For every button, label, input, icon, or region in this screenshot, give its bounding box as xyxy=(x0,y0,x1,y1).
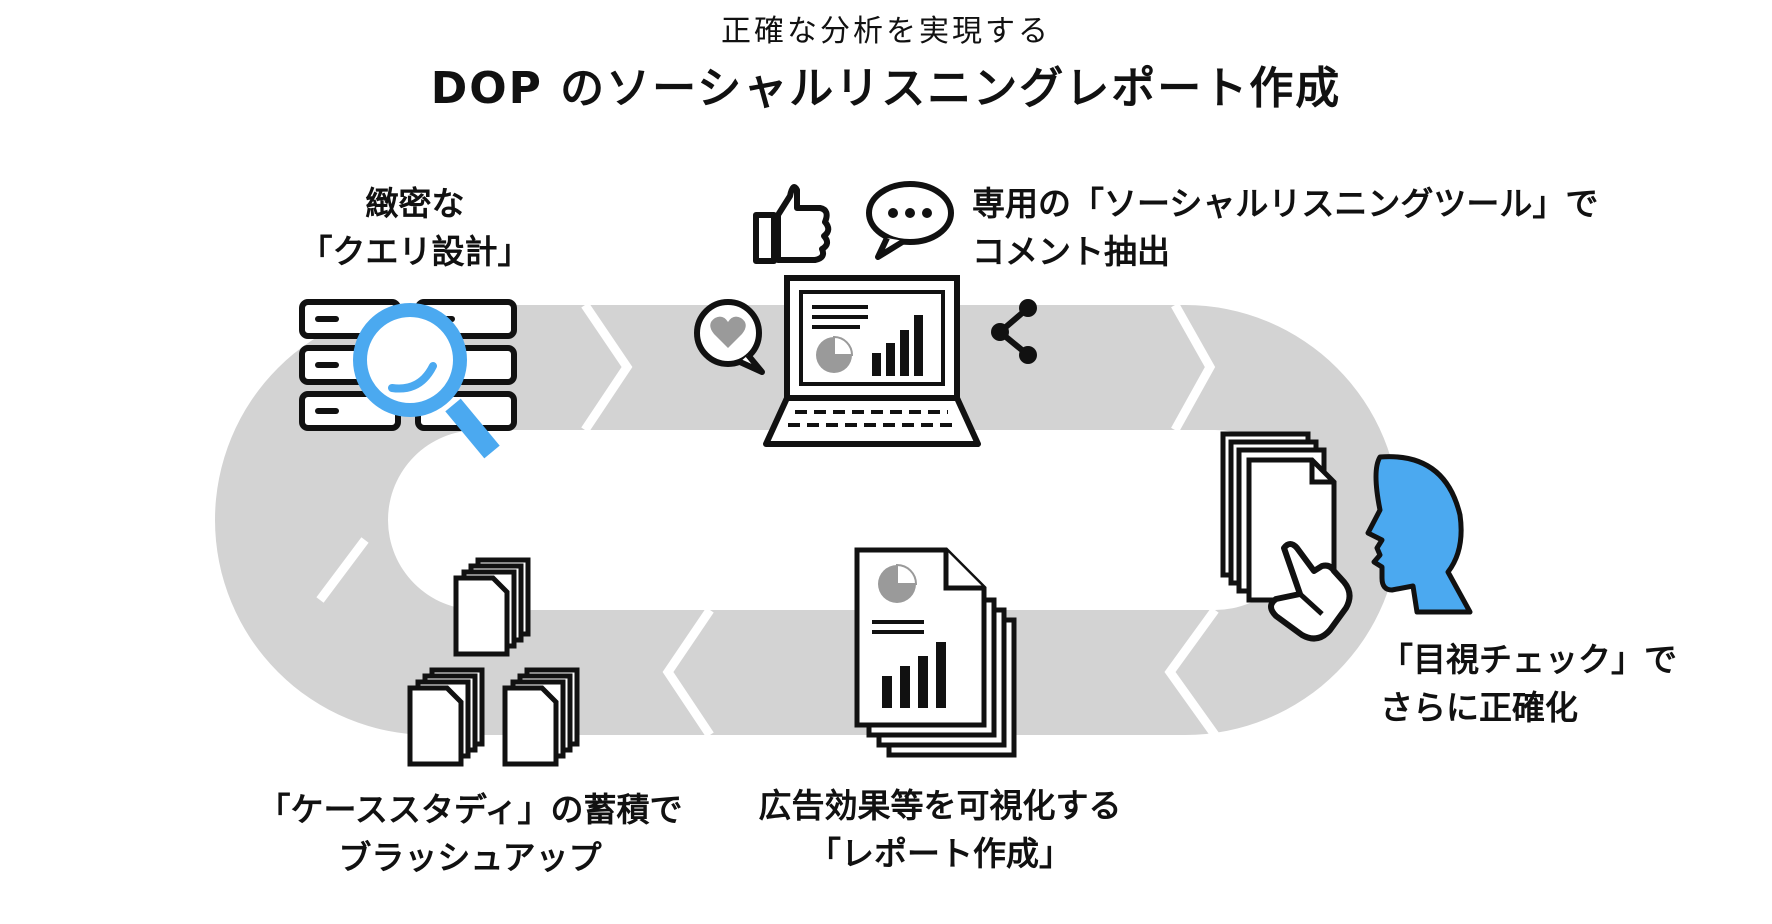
diagram-title: DOP のソーシャルリスニングレポート作成 xyxy=(430,63,1342,114)
thumbs-up-icon xyxy=(753,184,832,264)
heart-bubble-icon xyxy=(694,299,765,375)
step-label-line: 緻密な xyxy=(365,184,465,223)
diagram-subtitle: 正確な分析を実現する xyxy=(721,14,1051,49)
chevron-separator xyxy=(1171,302,1216,433)
step-label-line: 「目視チェック」で xyxy=(1380,640,1677,679)
report-documents-icon xyxy=(854,547,1017,758)
share-icon xyxy=(991,299,1037,364)
step-label-case-study: 「ケーススタディ」の蓄積で ブラッシュアップ xyxy=(250,786,690,882)
step-label-report-creation: 広告効果等を可視化する 「レポート作成」 xyxy=(730,782,1150,878)
pointing-documents-icon xyxy=(1220,431,1353,642)
step-label-line: 専用の「ソーシャルリスニングツール」で xyxy=(972,184,1599,223)
step-label-comment-extraction: 専用の「ソーシャルリスニングツール」で コメント抽出 xyxy=(972,180,1598,276)
human-head-icon xyxy=(1365,454,1473,615)
step-label-line: さらに正確化 xyxy=(1380,688,1578,727)
chevron-separator xyxy=(662,607,714,738)
step-label-line: 「ケーススタディ」の蓄積で xyxy=(257,790,683,829)
step-label-line: ブラッシュアップ xyxy=(338,838,602,877)
laptop-analytics-icon xyxy=(763,275,981,447)
server-search-icon xyxy=(299,299,517,459)
step-label-line: 「レポート作成」 xyxy=(808,834,1072,873)
chevron-separator xyxy=(1164,607,1219,738)
stacked-files-icon xyxy=(407,557,580,767)
step-label-line: コメント抽出 xyxy=(972,232,1170,271)
step-label-visual-check: 「目視チェック」で さらに正確化 xyxy=(1380,636,1677,732)
chat-bubble-icon xyxy=(866,181,954,260)
chevron-separator xyxy=(316,537,369,603)
step-label-line: 広告効果等を可視化する xyxy=(758,786,1122,825)
step-label-query-design: 緻密な 「クエリ設計」 xyxy=(280,180,550,276)
chevron-separator xyxy=(581,302,633,433)
step-label-line: 「クエリ設計」 xyxy=(299,232,531,271)
